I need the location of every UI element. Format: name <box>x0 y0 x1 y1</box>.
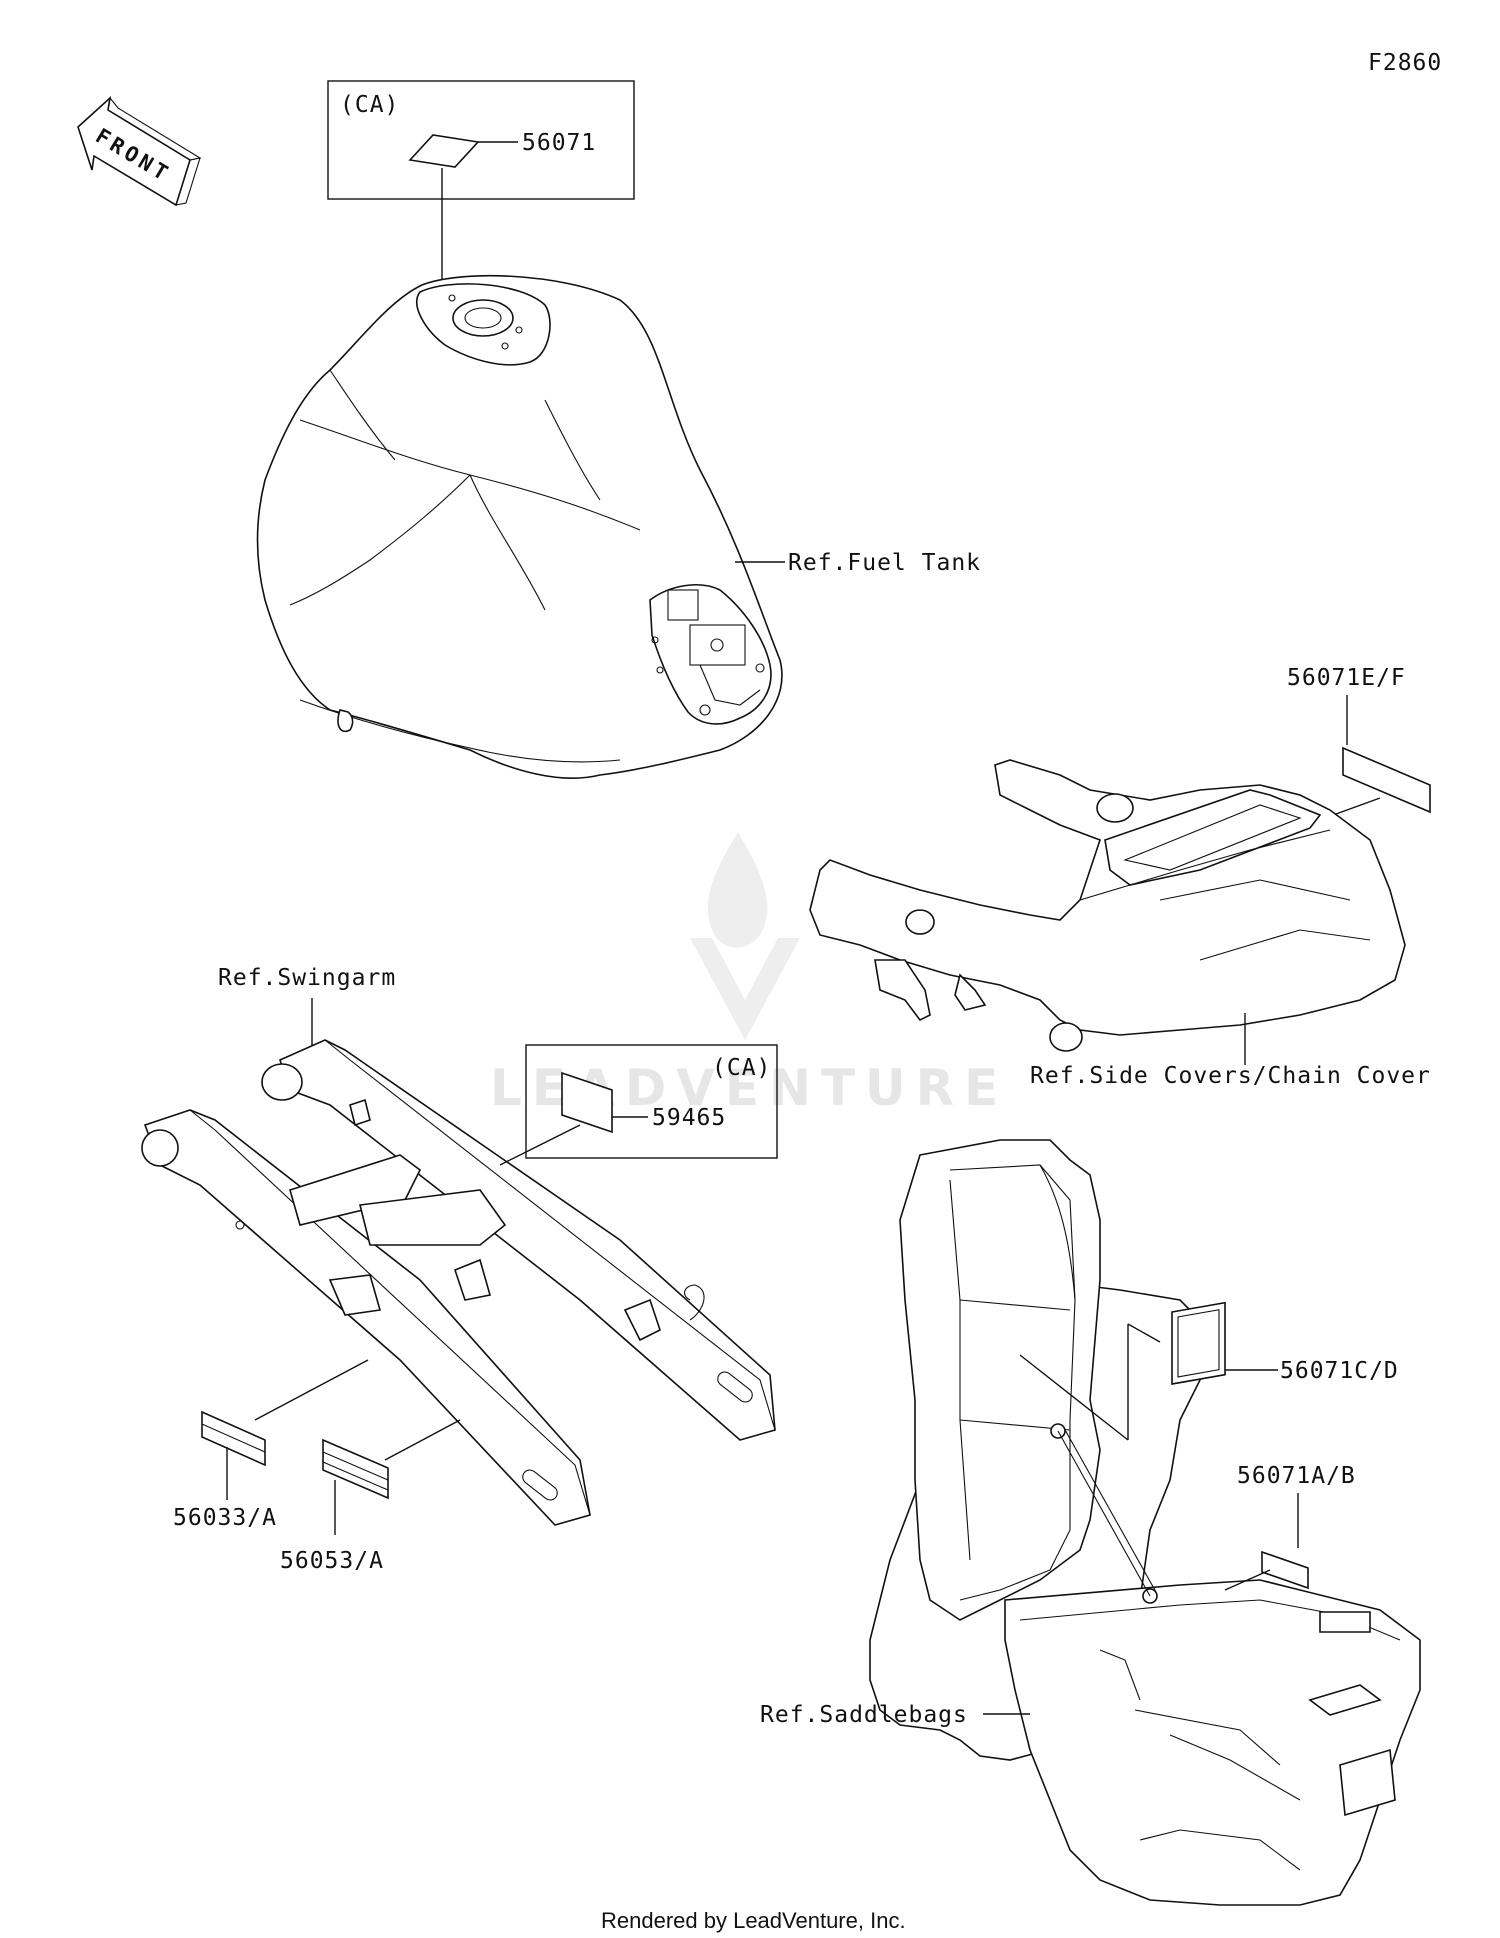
callout-56071cd: 56071C/D <box>1280 1358 1399 1384</box>
label-sticker-59465 <box>561 1071 613 1134</box>
label-sticker-56053a <box>322 1438 389 1500</box>
ca-top-label: (CA) <box>340 92 399 118</box>
callout-56071ef: 56071E/F <box>1287 665 1406 691</box>
ca-box-top: (CA) 56071 <box>327 80 635 372</box>
callout-swingarm: Ref.Swingarm <box>218 965 396 991</box>
callout-saddlebags: Ref.Saddlebags <box>760 1702 968 1728</box>
label-56071ab-group: 56071A/B <box>1224 1463 1356 1591</box>
swingarm: Ref.Swingarm <box>141 965 776 1526</box>
saddlebag: Ref.Saddlebags <box>760 1139 1421 1906</box>
label-sticker-56071cd <box>1171 1301 1226 1385</box>
label-56071cd-group: 56071C/D <box>1019 1301 1399 1441</box>
front-arrow: FRONT <box>77 95 202 207</box>
ca-mid-label: (CA) <box>712 1055 771 1081</box>
callout-59465: 59465 <box>652 1105 726 1131</box>
label-56053a-group: 56053/A <box>280 1419 461 1574</box>
callout-fuel-tank: Ref.Fuel Tank <box>788 550 981 576</box>
callout-56071ab: 56071A/B <box>1237 1463 1356 1489</box>
footer-credit: Rendered by LeadVenture, Inc. <box>601 1908 906 1933</box>
callout-side-covers: Ref.Side Covers/Chain Cover <box>1030 1063 1431 1089</box>
callout-56053a: 56053/A <box>280 1548 384 1574</box>
label-56071ef-group: 56071E/F <box>1287 665 1431 819</box>
label-56033a-group: 56033/A <box>173 1359 369 1531</box>
label-sticker-56071 <box>408 134 480 168</box>
label-sticker-56071ef <box>1342 746 1431 814</box>
ca-box-mid: (CA) 59465 <box>525 1044 778 1159</box>
fuel-tank: Ref.Fuel Tank <box>256 274 981 779</box>
callout-56033a: 56033/A <box>173 1505 277 1531</box>
callout-56071: 56071 <box>522 130 596 156</box>
label-sticker-56071ab <box>1261 1550 1309 1590</box>
side-covers: Ref.Side Covers/Chain Cover <box>809 759 1431 1089</box>
diagram-code: F2860 <box>1368 50 1442 76</box>
